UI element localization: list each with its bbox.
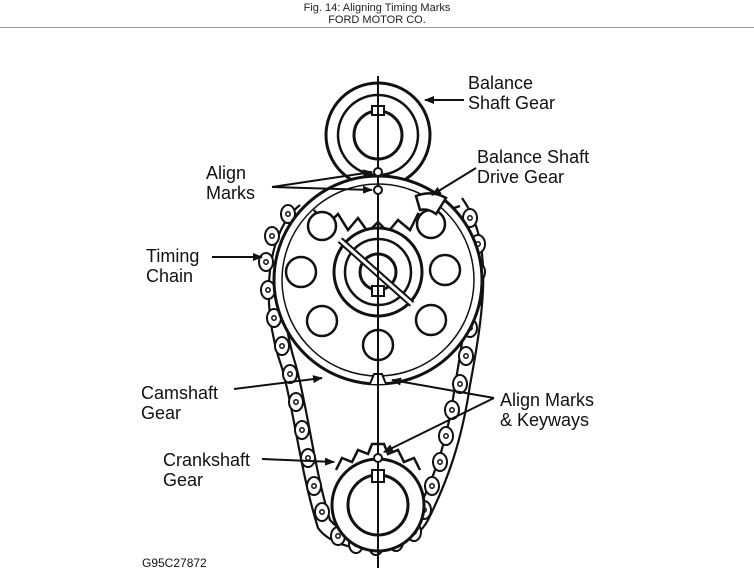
figure-header: Fig. 14: Aligning Timing Marks FORD MOTO… [0, 0, 754, 28]
label-align-marks-2: Marks [206, 183, 255, 203]
chain-pin [271, 315, 277, 321]
chain-pin [311, 483, 317, 489]
figure-source: FORD MOTOR CO. [328, 14, 426, 26]
label-crankshaft-gear-2: Gear [163, 470, 203, 490]
label-align-marks-keyways-1: Align Marks [500, 390, 594, 410]
label-balance-shaft-gear-1: Balance [468, 73, 533, 93]
chain-pin [457, 381, 463, 387]
chain-pin [429, 483, 435, 489]
chain-pin [263, 259, 269, 265]
chain-pin [287, 371, 293, 377]
label-camshaft-gear-1: Camshaft [141, 383, 218, 403]
chain-pin [285, 211, 291, 217]
chain-pin [437, 459, 443, 465]
label-align-marks-1: Align [206, 163, 246, 183]
camshaft-gear [272, 174, 484, 386]
align-mark-dots [373, 167, 383, 463]
label-camshaft-gear-2: Gear [141, 403, 181, 423]
chain-pin [265, 287, 271, 293]
label-balance-shaft-drive-gear-2: Drive Gear [477, 167, 564, 187]
label-timing-chain-2: Chain [146, 266, 193, 286]
chain-pin [293, 399, 299, 405]
timing-chain [258, 197, 486, 556]
chain-pin [467, 215, 473, 221]
chain-pin [305, 455, 311, 461]
figure-title: Fig. 14: Aligning Timing Marks [303, 2, 451, 14]
chain-pin [279, 343, 285, 349]
balance-shaft-drive-gear [414, 192, 448, 216]
label-balance-shaft-drive-gear-1: Balance Shaft [477, 147, 589, 167]
chain-pin [269, 233, 275, 239]
label-crankshaft-gear-1: Crankshaft [163, 450, 250, 470]
label-timing-chain-1: Timing [146, 246, 199, 266]
leader-arrows [212, 96, 495, 466]
chain-pin [335, 533, 341, 539]
label-balance-shaft-gear-2: Shaft Gear [468, 93, 555, 113]
chain-pin [319, 509, 325, 515]
figure-code: G95C27872 [142, 556, 207, 568]
chain-pin [443, 433, 449, 439]
label-align-marks-keyways-2: & Keyways [500, 410, 589, 430]
chain-pin [299, 427, 305, 433]
chain-pin [463, 353, 469, 359]
chain-pin [449, 407, 455, 413]
